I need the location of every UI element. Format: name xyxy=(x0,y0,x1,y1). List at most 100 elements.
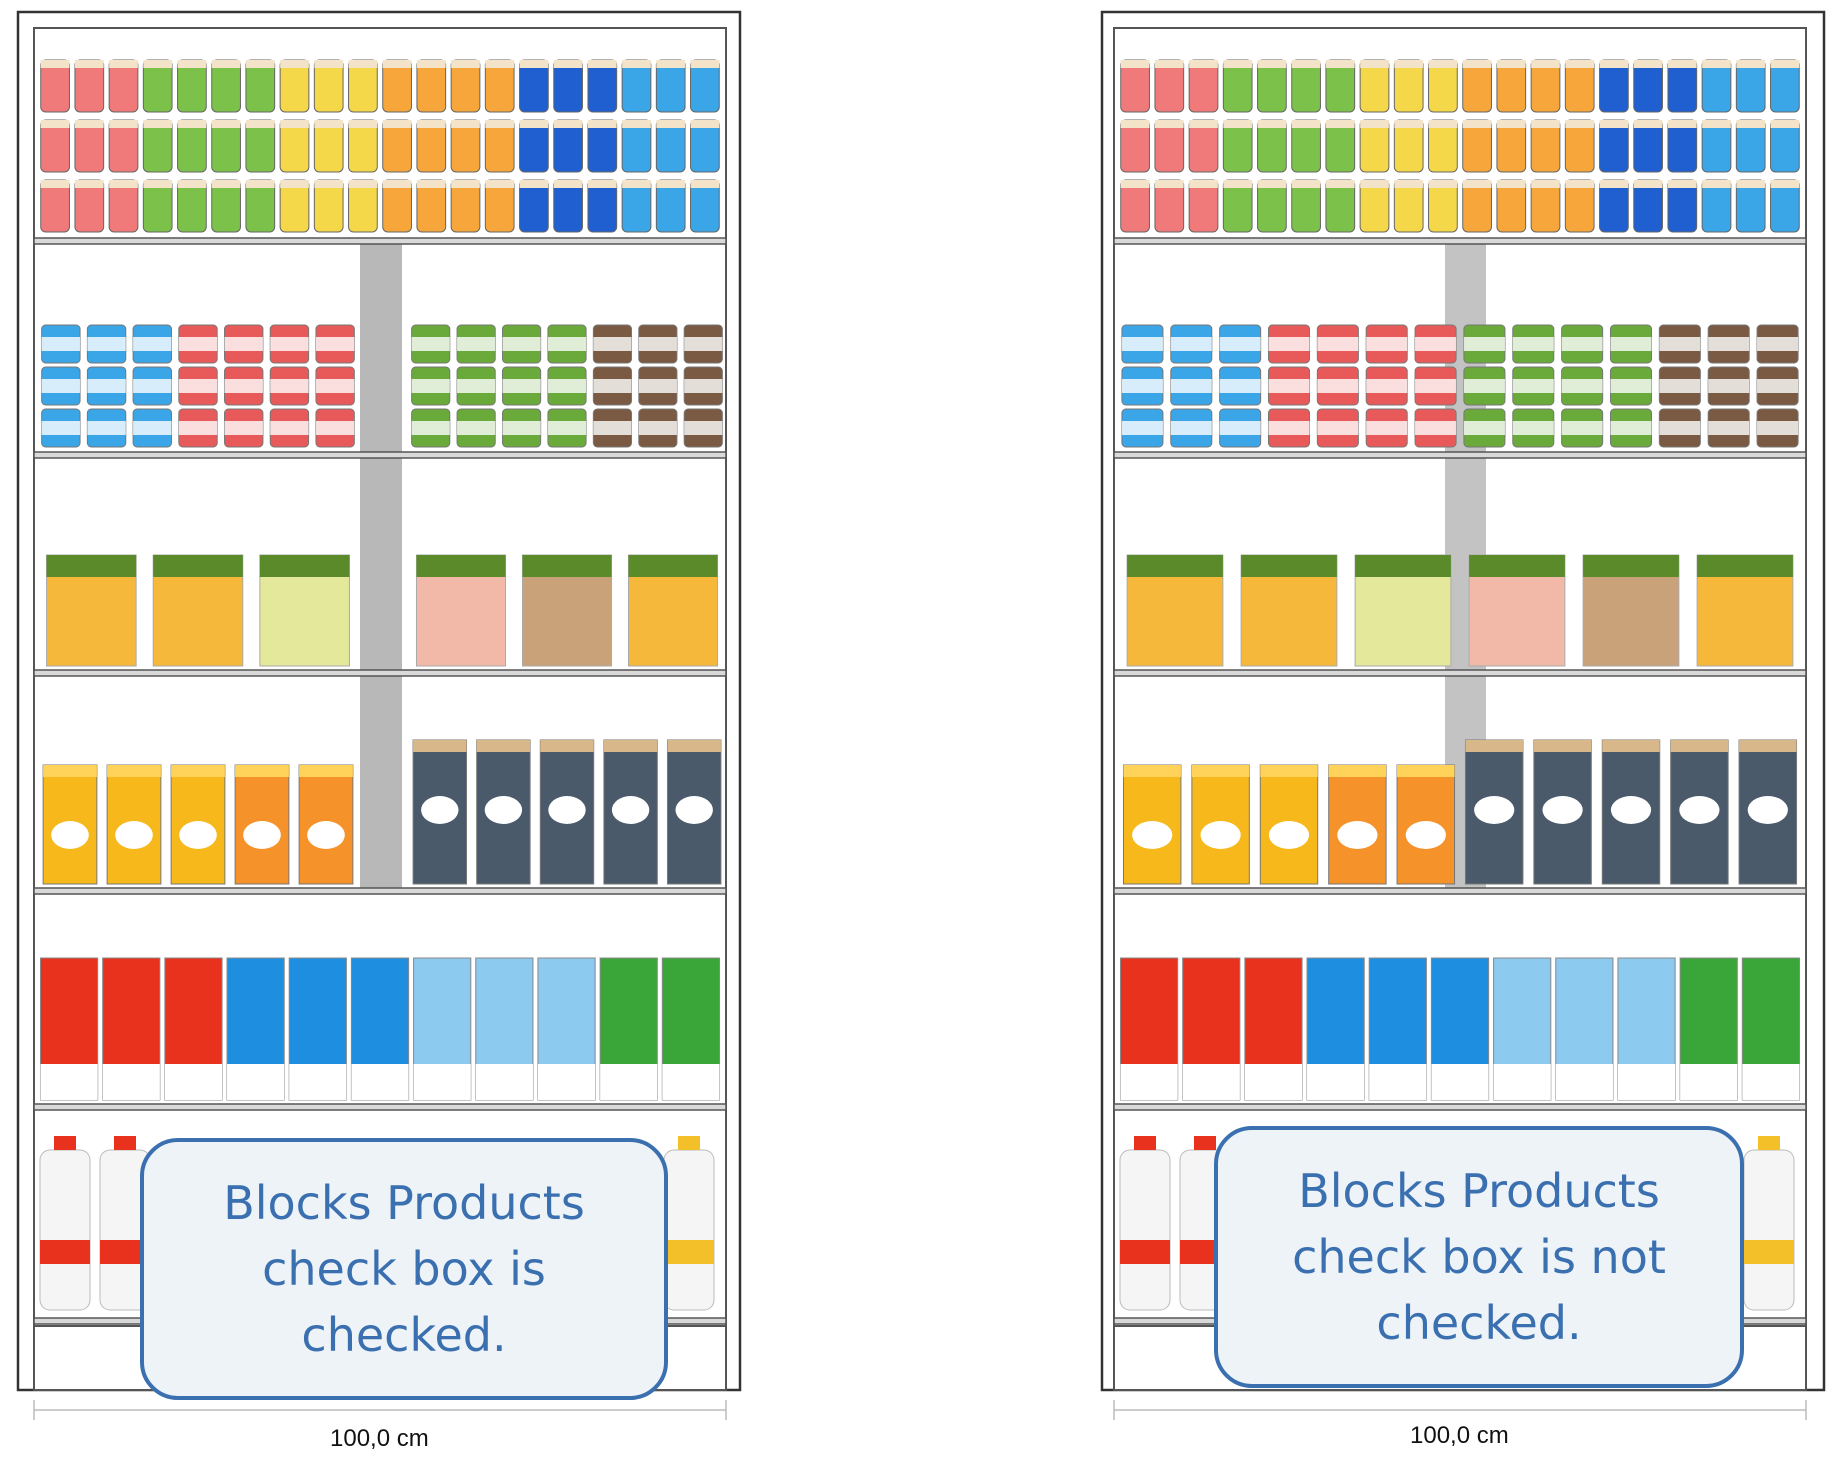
left-carton-label xyxy=(115,821,153,849)
left-cup-lid xyxy=(74,120,104,128)
left-cup-label xyxy=(315,337,355,351)
left-cup-lid xyxy=(348,180,378,188)
left-cup-label xyxy=(593,379,632,393)
right-cup-lid xyxy=(1462,60,1492,68)
left-cup-label xyxy=(87,337,126,351)
right-cup-lid xyxy=(1325,180,1355,188)
right-carton-top xyxy=(1602,740,1660,752)
right-cup-lid xyxy=(1565,60,1595,68)
left-bottle-cap xyxy=(678,1136,700,1150)
right-cup-lid xyxy=(1702,60,1731,68)
left-cup-label xyxy=(224,379,263,393)
left-callout-line-2: check box is xyxy=(262,1242,546,1296)
right-cup-label xyxy=(1317,421,1359,435)
left-cup-label xyxy=(684,421,723,435)
right-cup-lid xyxy=(1736,120,1766,128)
left-cup-lid xyxy=(451,60,480,68)
right-shelf-milk-drinks xyxy=(1122,739,1798,885)
left-cup-lid xyxy=(622,180,651,188)
right-cup-label xyxy=(1610,421,1652,435)
left-carton-label xyxy=(675,796,713,824)
right-milk-bottle xyxy=(1743,1149,1795,1311)
left-cup-lid xyxy=(74,60,104,68)
right-carton-footer xyxy=(1182,1064,1240,1100)
left-cup-lid xyxy=(416,120,446,128)
right-cup-label xyxy=(1757,337,1799,351)
right-carton-footer xyxy=(1369,1064,1427,1100)
right-cup-lid xyxy=(1496,120,1526,128)
left-shelf-board xyxy=(33,887,727,895)
right-carton-footer xyxy=(1431,1064,1489,1100)
right-cup-lid xyxy=(1257,180,1287,188)
right-cup-lid xyxy=(1770,60,1800,68)
left-cup-lid xyxy=(553,60,583,68)
left-carton-footer xyxy=(662,1064,720,1100)
right-cup-lid xyxy=(1599,60,1629,68)
right-cup-lid xyxy=(1189,120,1218,128)
right-cup-lid xyxy=(1633,60,1663,68)
right-cup-lid xyxy=(1223,180,1253,188)
right-cheese-band xyxy=(1355,555,1451,577)
left-shelf-board xyxy=(33,1103,727,1111)
left-carton-top xyxy=(413,740,467,752)
right-cup-lid xyxy=(1360,120,1389,128)
right-cup-label xyxy=(1757,421,1799,435)
right-cup-label xyxy=(1561,379,1603,393)
right-cup-label xyxy=(1463,379,1505,393)
left-cup-lid xyxy=(485,120,515,128)
left-cup-label xyxy=(547,337,587,351)
right-cup-label xyxy=(1463,337,1505,351)
right-callout-line-2: check box is not xyxy=(1292,1230,1666,1284)
left-carton-top xyxy=(667,740,721,752)
left-carton-footer xyxy=(537,1064,596,1100)
left-carton-top xyxy=(171,765,225,777)
right-cup-lid xyxy=(1702,120,1731,128)
right-cup-lid xyxy=(1394,120,1424,128)
right-cheese-band xyxy=(1583,555,1679,577)
left-cup-label xyxy=(133,379,172,393)
left-carton-footer xyxy=(102,1064,160,1100)
left-cup-lid xyxy=(690,180,720,188)
left-cup-label xyxy=(224,421,263,435)
right-cup-lid xyxy=(1291,180,1321,188)
right-carton-label xyxy=(1610,796,1652,824)
left-cup-label xyxy=(502,337,541,351)
left-carton-footer xyxy=(289,1064,347,1100)
left-cup-label xyxy=(638,379,677,393)
left-carton-footer xyxy=(413,1064,471,1100)
left-cup-label xyxy=(270,379,309,393)
right-carton-label xyxy=(1474,796,1515,824)
right-cup-lid xyxy=(1257,120,1287,128)
right-cheese-band xyxy=(1697,555,1793,577)
right-cup-label xyxy=(1561,337,1603,351)
left-cup-lid xyxy=(416,60,446,68)
left-cup-lid xyxy=(280,120,309,128)
left-shelf-board xyxy=(33,451,727,459)
left-cup-label xyxy=(178,421,218,435)
right-carton-label xyxy=(1268,821,1310,849)
left-carton-top xyxy=(43,765,97,777)
left-shelf-cheese-packs xyxy=(46,554,719,667)
left-cup-lid xyxy=(211,180,241,188)
left-cup-lid xyxy=(143,60,173,68)
left-cup-label xyxy=(133,421,172,435)
left-shelf-milk-drinks xyxy=(42,739,722,885)
left-carton-footer xyxy=(164,1064,223,1100)
left-cup-lid xyxy=(314,60,344,68)
left-carton-top xyxy=(540,740,594,752)
left-carton-top xyxy=(235,765,289,777)
left-cheese-band xyxy=(46,555,137,577)
right-cup-lid xyxy=(1667,180,1697,188)
left-cup-label xyxy=(411,421,450,435)
left-cup-lid xyxy=(382,60,412,68)
right-cup-label xyxy=(1561,421,1603,435)
right-bottle-label xyxy=(1744,1240,1794,1264)
right-cup-lid xyxy=(1462,180,1492,188)
right-cup-label xyxy=(1219,379,1261,393)
right-shelf-board xyxy=(1113,669,1807,677)
right-cup-lid xyxy=(1565,180,1595,188)
left-cup-lid xyxy=(382,180,412,188)
left-cup-lid xyxy=(177,180,207,188)
left-cup-label xyxy=(178,337,218,351)
right-cup-lid xyxy=(1120,180,1150,188)
